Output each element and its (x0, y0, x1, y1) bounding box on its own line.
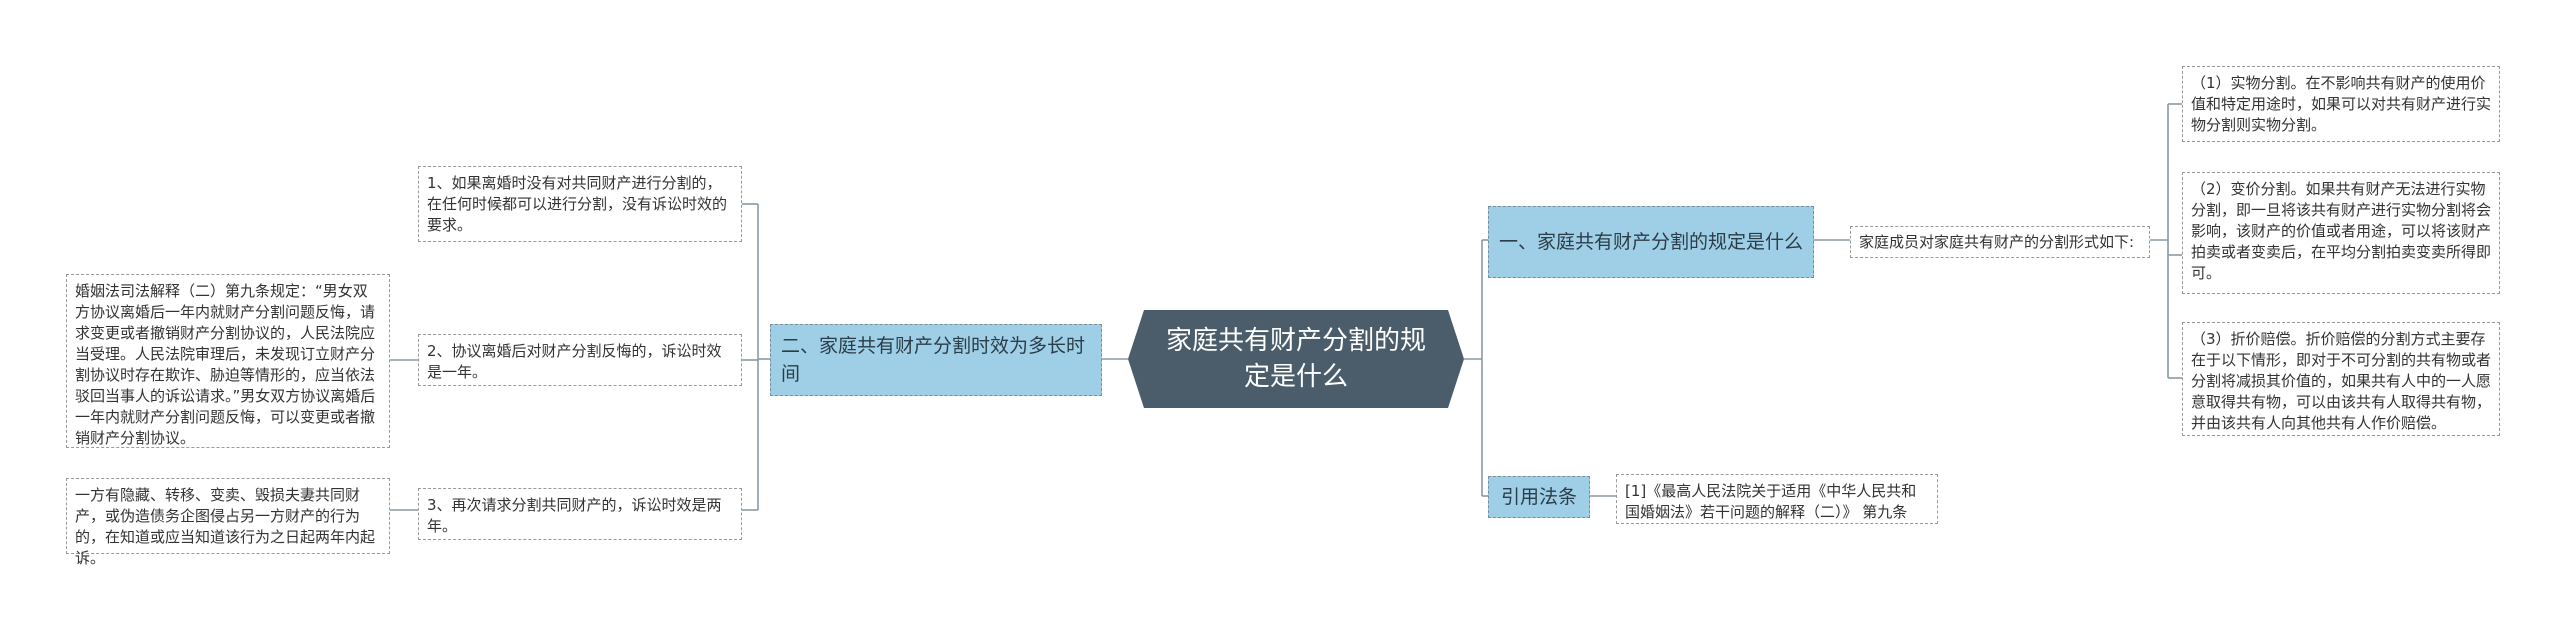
cited-law-reference-text: [1]《最高人民法院关于适用《中华人民共和国婚姻法》若干问题的解释（二）》 第九… (1625, 482, 1917, 521)
division-form-sale[interactable]: （2）变价分割。如果共有财产无法进行实物分割，即一旦将该共有财产进行实物分割将会… (2182, 172, 2500, 294)
branch-cited-law-label: 引用法条 (1500, 486, 1577, 508)
division-form-compensation-text: （3）折价赔偿。折价赔偿的分割方式主要存在于以下情形，即对于不可分割的共有物或者… (2191, 330, 2492, 432)
branch-limitation-period[interactable]: 二、家庭共有财产分割时效为多长时间 (770, 324, 1102, 396)
concealment-note-text: 一方有隐藏、转移、变卖、毁损夫妻共同财产，或伪造债务企图侵占另一方财产的行为的，… (75, 486, 376, 567)
root-label: 家庭共有财产分割的规定是什么 (1165, 326, 1426, 392)
division-form-sale-text: （2）变价分割。如果共有财产无法进行实物分割，即一旦将该共有财产进行实物分割将会… (2191, 180, 2492, 282)
division-form-physical-text: （1）实物分割。在不影响共有财产的使用价值和特定用途时，如果可以对共有财产进行实… (2191, 74, 2492, 134)
root-node[interactable]: 家庭共有财产分割的规定是什么 (1128, 310, 1464, 408)
limitation-item-2-text: 2、协议离婚后对财产分割反悔的，诉讼时效是一年。 (427, 342, 722, 381)
division-form-physical[interactable]: （1）实物分割。在不影响共有财产的使用价值和特定用途时，如果可以对共有财产进行实… (2182, 66, 2500, 142)
cited-law-reference[interactable]: [1]《最高人民法院关于适用《中华人民共和国婚姻法》若干问题的解释（二）》 第九… (1616, 474, 1938, 524)
judicial-interpretation-note-text: 婚姻法司法解释（二）第九条规定：“男女双方协议离婚后一年内就财产分割问题反悔，请… (75, 282, 376, 447)
branch-division-rules-label: 一、家庭共有财产分割的规定是什么 (1499, 231, 1804, 253)
limitation-item-3[interactable]: 3、再次请求分割共同财产的，诉讼时效是两年。 (418, 488, 742, 540)
branch-limitation-period-label: 二、家庭共有财产分割时效为多长时间 (781, 335, 1086, 385)
division-forms-intro-text: 家庭成员对家庭共有财产的分割形式如下: (1859, 232, 2135, 251)
judicial-interpretation-note[interactable]: 婚姻法司法解释（二）第九条规定：“男女双方协议离婚后一年内就财产分割问题反悔，请… (66, 274, 390, 448)
division-forms-intro[interactable]: 家庭成员对家庭共有财产的分割形式如下: (1850, 226, 2150, 258)
concealment-note[interactable]: 一方有隐藏、转移、变卖、毁损夫妻共同财产，或伪造债务企图侵占另一方财产的行为的，… (66, 478, 390, 567)
limitation-item-1-text: 1、如果离婚时没有对共同财产进行分割的，在任何时候都可以进行分割，没有诉讼时效的… (427, 174, 728, 234)
limitation-item-1[interactable]: 1、如果离婚时没有对共同财产进行分割的，在任何时候都可以进行分割，没有诉讼时效的… (418, 166, 742, 242)
branch-cited-law[interactable]: 引用法条 (1488, 476, 1590, 518)
division-form-compensation[interactable]: （3）折价赔偿。折价赔偿的分割方式主要存在于以下情形，即对于不可分割的共有物或者… (2182, 322, 2500, 436)
limitation-item-3-text: 3、再次请求分割共同财产的，诉讼时效是两年。 (427, 496, 722, 535)
limitation-item-2[interactable]: 2、协议离婚后对财产分割反悔的，诉讼时效是一年。 (418, 334, 742, 386)
branch-division-rules[interactable]: 一、家庭共有财产分割的规定是什么 (1488, 206, 1814, 278)
